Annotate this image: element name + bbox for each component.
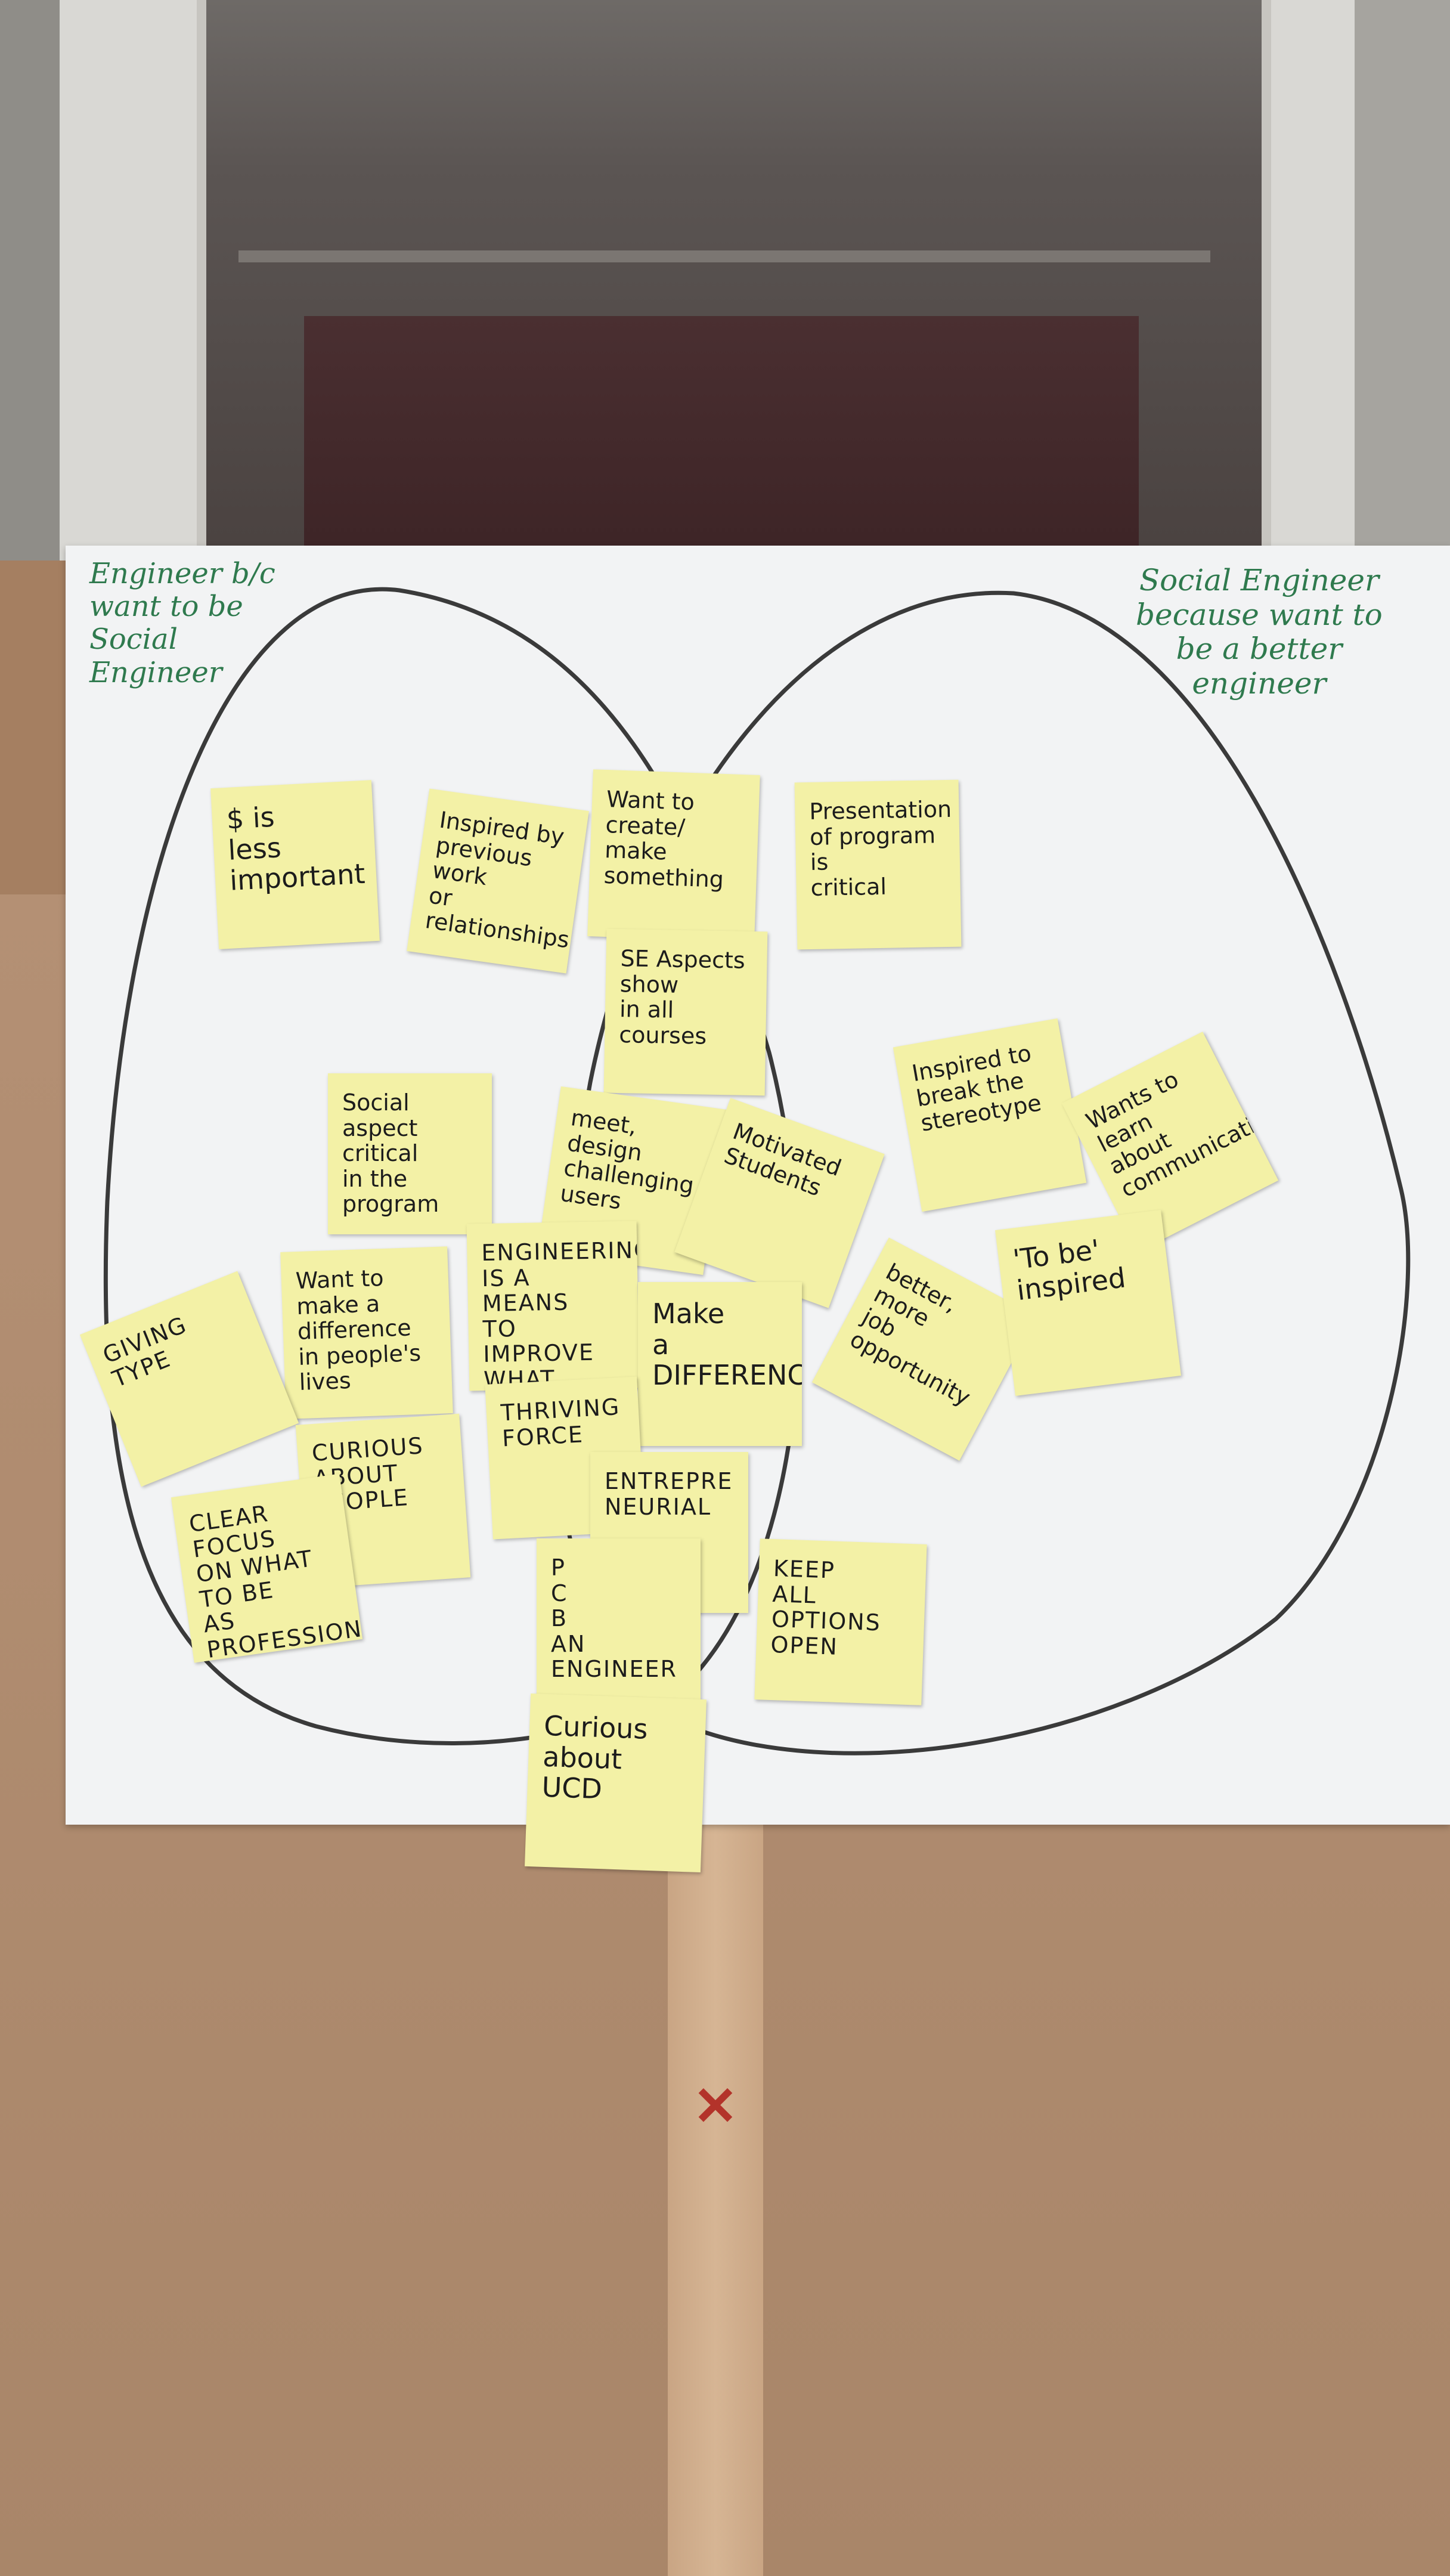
left-set-label: Engineer b/c want to be Social Engineer — [89, 557, 275, 689]
sticky-note: Want to create/ make something — [587, 769, 760, 942]
window-dark-panel — [304, 316, 1139, 561]
sticky-note: Presentation of program is critical — [794, 779, 962, 950]
window-background — [0, 0, 1450, 561]
venn-poster: Engineer b/c want to be Social Engineer … — [66, 546, 1450, 1873]
sticky-note: CLEAR FOCUS ON WHAT TO BE AS PROFESSIONA… — [171, 1473, 363, 1663]
sticky-note: $ is less important — [210, 780, 380, 949]
sticky-note: ENGINEERING IS A MEANS TO IMPROVE WHAT I… — [466, 1221, 640, 1391]
sticky-note: 'To be' inspired — [994, 1209, 1182, 1397]
sticky-note: Inspired to break the stereotype — [893, 1018, 1087, 1212]
window-frame-right — [1355, 0, 1450, 561]
sticky-note: Curious about UCD — [525, 1693, 707, 1873]
sticky-note: Want to make a difference in people's li… — [280, 1246, 453, 1419]
window-sill — [238, 250, 1210, 262]
sticky-note: SE Aspects show in all courses — [603, 928, 768, 1096]
sticky-note: KEEP ALL OPTIONS OPEN — [754, 1538, 927, 1705]
window-frame-left — [0, 0, 60, 561]
sticky-note: Inspired by previous work or relationshi… — [407, 788, 589, 974]
right-set-label: Social Engineer because want to be a bet… — [1136, 563, 1383, 701]
sticky-note: Make a DIFFERENCE — [638, 1282, 802, 1446]
packing-tape — [668, 1801, 763, 2576]
sticky-note: Social aspect critical in the program — [328, 1073, 492, 1234]
sticky-note: P C B AN ENGINEER — [537, 1538, 701, 1705]
fragile-x-mark: ✕ — [693, 2077, 738, 2137]
